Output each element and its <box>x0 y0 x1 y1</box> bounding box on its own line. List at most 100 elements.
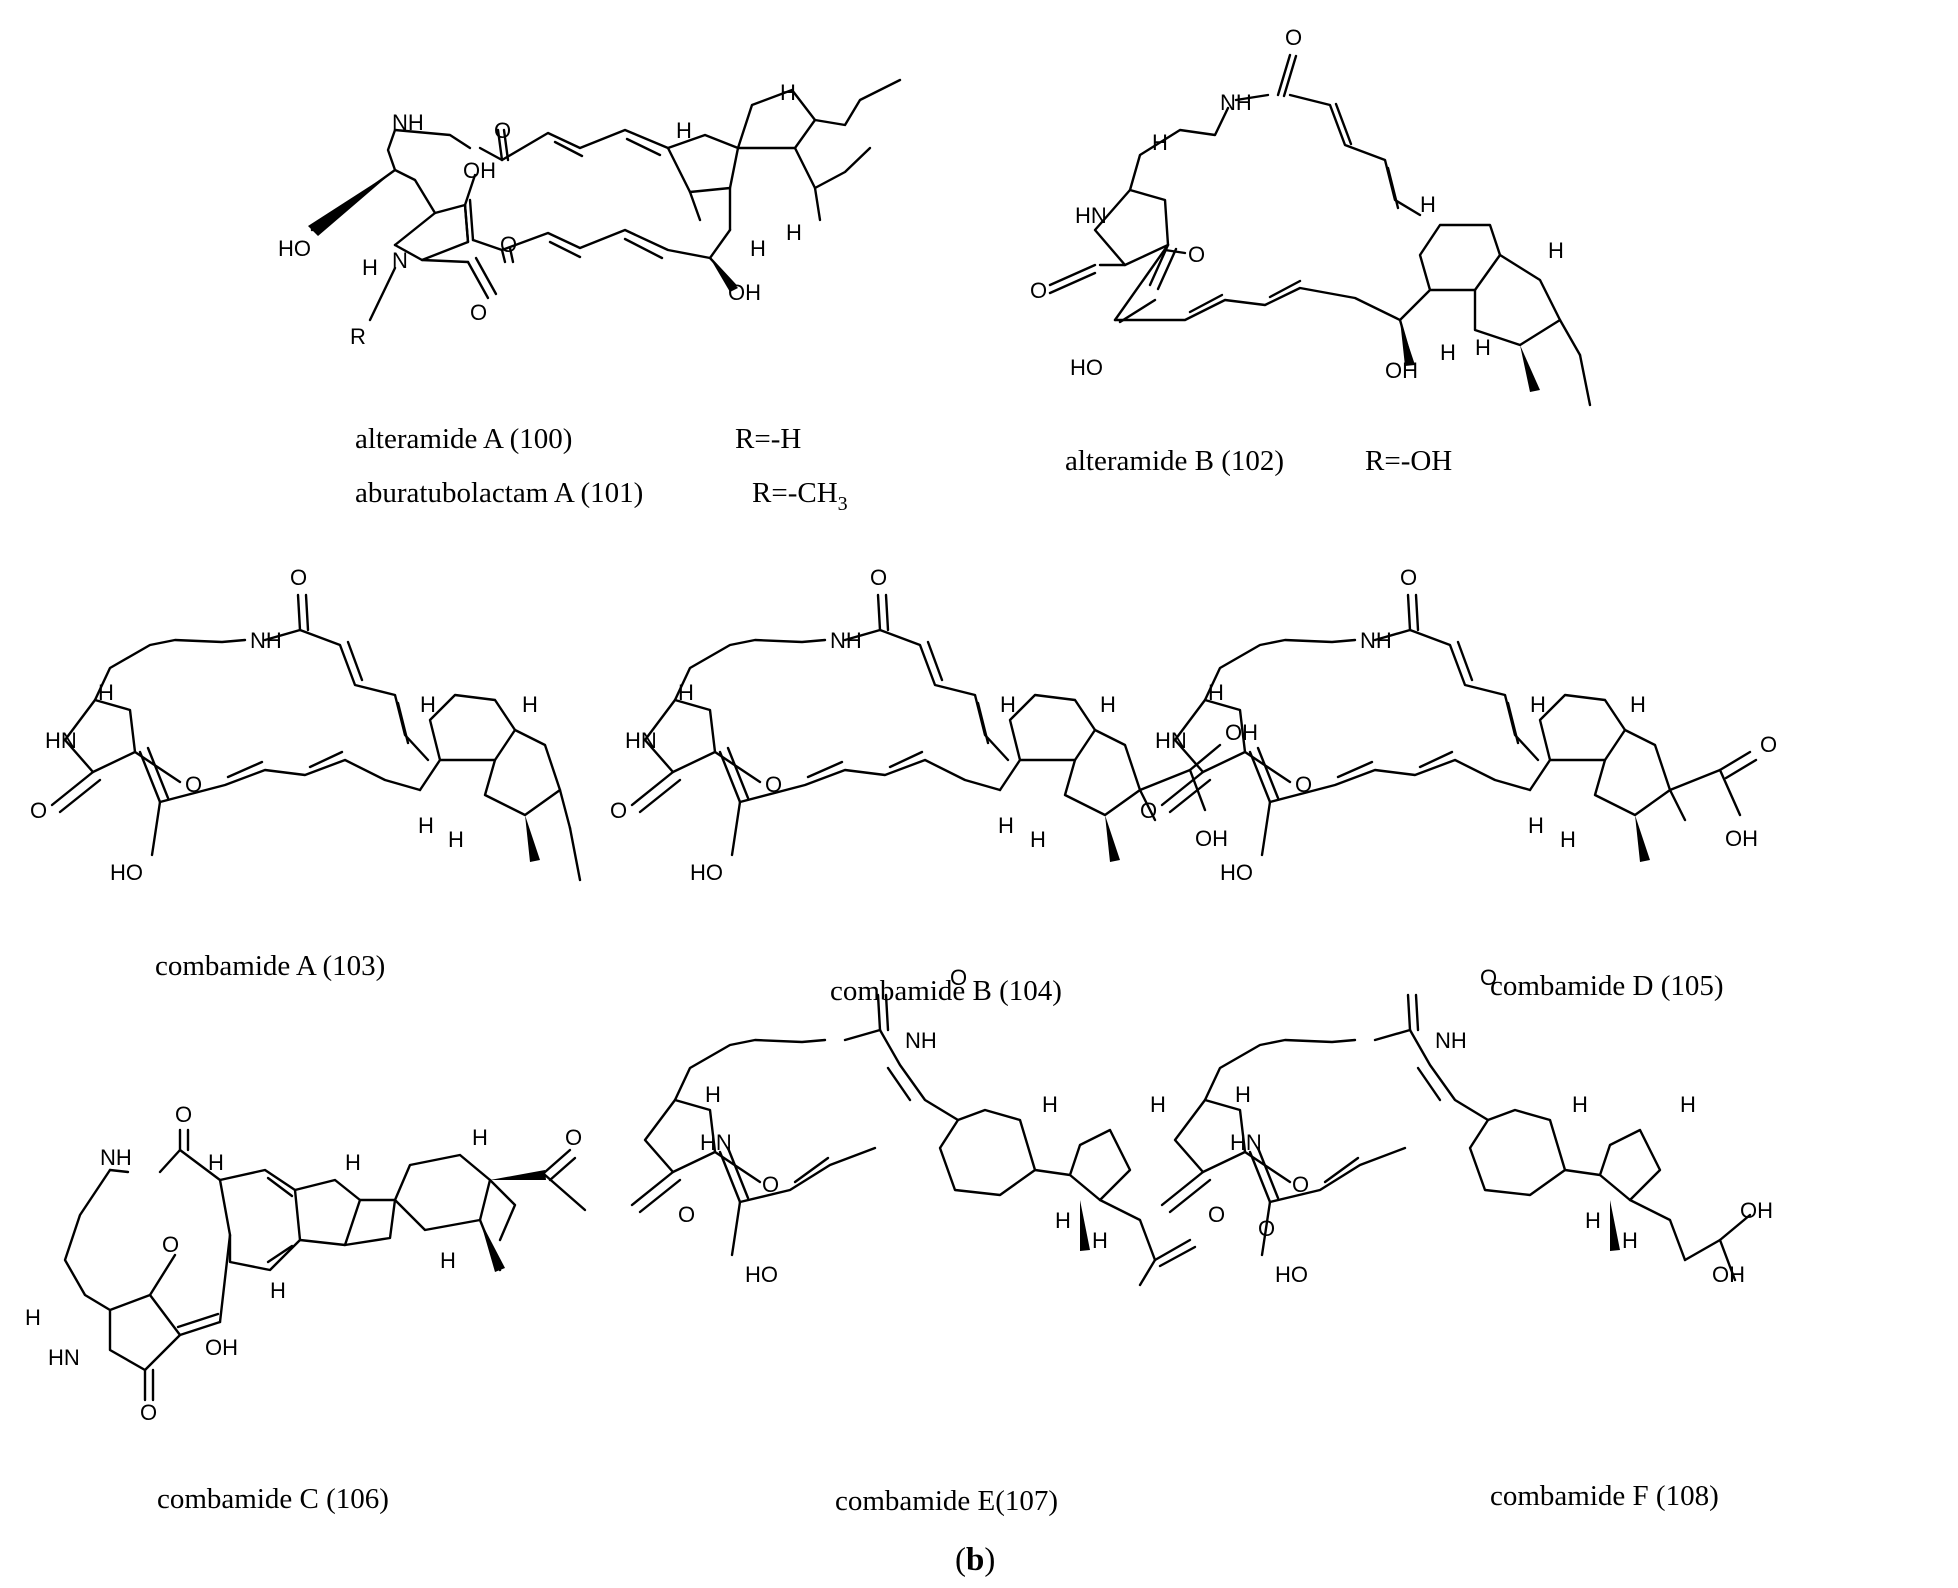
atom-h: H <box>1235 1082 1251 1107</box>
atom-o: O <box>765 772 782 797</box>
atom-ho: HO <box>745 1262 778 1287</box>
atom-nh: NH <box>392 110 424 135</box>
atom-oh: OH <box>1195 826 1228 851</box>
atom-h: H <box>786 220 802 245</box>
atom-h: H <box>440 1248 456 1273</box>
panel-letter: b <box>966 1542 984 1578</box>
atom-h: H <box>1475 335 1491 360</box>
atom-o: O <box>678 1202 695 1227</box>
caption-aburatubolactam-a: aburatubolactam A (101) <box>355 477 643 509</box>
r-group-101-sub: 3 <box>838 493 848 515</box>
atom-h: H <box>1208 680 1224 705</box>
atom-nh: NH <box>830 628 862 653</box>
atom-h: H <box>1420 192 1436 217</box>
atom-h: H <box>1530 692 1546 717</box>
atom-h: H <box>1055 1208 1071 1233</box>
atom-h: H <box>98 680 114 705</box>
atom-o: O <box>175 1102 192 1127</box>
structure-combamide-f <box>1160 993 1752 1282</box>
atom-o: O <box>610 798 627 823</box>
atom-oh: OH <box>1740 1198 1773 1223</box>
atom-oh: OH <box>1712 1262 1745 1287</box>
atom-o: O <box>1285 25 1302 50</box>
atom-h: H <box>1150 1092 1166 1117</box>
caption-combamide-e: combamide E(107) <box>835 1485 1058 1517</box>
caption-combamide-d: combamide D (105) <box>1490 970 1724 1002</box>
atom-h: H <box>1528 813 1544 838</box>
atom-h: H <box>362 255 378 280</box>
atom-ho: HO <box>1070 355 1103 380</box>
panel-open: ( <box>955 1542 966 1578</box>
atom-nh: NH <box>250 628 282 653</box>
atom-hn: HN <box>625 728 657 753</box>
atom-nh: NH <box>1435 1028 1467 1053</box>
atom-h: H <box>1548 238 1564 263</box>
atom-nh: NH <box>905 1028 937 1053</box>
atom-h: H <box>345 1150 361 1175</box>
atom-h: H <box>1680 1092 1696 1117</box>
r-group-101: R=-CH3 <box>752 477 848 515</box>
atom-o: O <box>470 300 487 325</box>
atom-h: H <box>1440 340 1456 365</box>
atom-h: H <box>676 118 692 143</box>
atom-o: O <box>162 1232 179 1257</box>
atom-h: H <box>270 1278 286 1303</box>
r-group-101-main: R=-CH <box>752 477 838 509</box>
atom-o: O <box>1208 1202 1225 1227</box>
caption-combamide-c: combamide C (106) <box>157 1483 389 1515</box>
structure-combamide-a <box>50 593 582 882</box>
structure-combamide-b <box>630 593 1222 862</box>
structure-combamide-e <box>630 993 1197 1287</box>
atom-h: H <box>448 827 464 852</box>
atom-nh: NH <box>100 1145 132 1170</box>
atom-h: H <box>208 1150 224 1175</box>
r-group-100: R=-H <box>735 423 801 455</box>
atom-n: N <box>392 248 408 273</box>
atom-h: H <box>1622 1228 1638 1253</box>
caption-combamide-a: combamide A (103) <box>155 950 385 982</box>
atom-hn: HN <box>45 728 77 753</box>
atom-h: H <box>1152 130 1168 155</box>
atom-o: O <box>1188 242 1205 267</box>
structure-combamide-c <box>63 1128 587 1402</box>
atom-h: H <box>418 813 434 838</box>
atom-hn: HN <box>1075 203 1107 228</box>
atom-oh: OH <box>728 280 761 305</box>
atom-h: H <box>1572 1092 1588 1117</box>
atom-o: O <box>950 965 967 990</box>
atom-nh: NH <box>1220 90 1252 115</box>
atom-h: H <box>472 1125 488 1150</box>
atom-oh: OH <box>205 1335 238 1360</box>
atom-h: H <box>1100 692 1116 717</box>
atom-h: H <box>1042 1092 1058 1117</box>
atom-h: H <box>998 813 1014 838</box>
atom-ho: HO <box>110 860 143 885</box>
atom-ho: HO <box>1275 1262 1308 1287</box>
atom-h: H <box>1000 692 1016 717</box>
atom-o: O <box>500 232 517 257</box>
atom-h: H <box>1560 827 1576 852</box>
atom-oh: OH <box>1385 358 1418 383</box>
atom-h: H <box>1030 827 1046 852</box>
atom-h: H <box>750 236 766 261</box>
atom-o: O <box>185 772 202 797</box>
atom-r: R <box>350 324 366 349</box>
atom-h: H <box>25 1305 41 1330</box>
atom-o: O <box>494 118 511 143</box>
caption-combamide-f: combamide F (108) <box>1490 1480 1719 1512</box>
caption-alteramide-a: alteramide A (100) <box>355 423 572 455</box>
atom-o: O <box>1480 965 1497 990</box>
atom-hn: HN <box>1230 1130 1262 1155</box>
atom-o: O <box>1030 278 1047 303</box>
atom-o: O <box>1292 1172 1309 1197</box>
panel-label: (b) <box>955 1542 995 1578</box>
atom-hn: HN <box>1155 728 1187 753</box>
atom-h: H <box>705 1082 721 1107</box>
atom-ho: HO <box>690 860 723 885</box>
atom-oh: OH <box>1725 826 1758 851</box>
caption-alteramide-b: alteramide B (102) <box>1065 445 1284 477</box>
atom-h: H <box>1092 1228 1108 1253</box>
atom-h: H <box>420 692 436 717</box>
atom-oh: OH <box>463 158 496 183</box>
